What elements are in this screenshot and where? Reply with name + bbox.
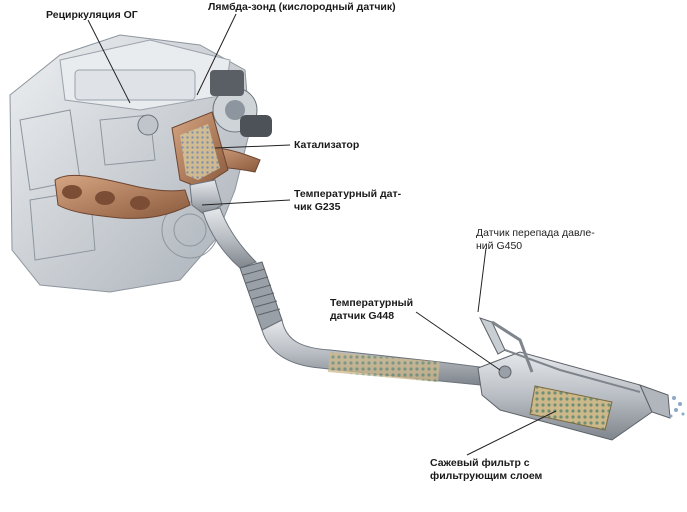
leader-lambda [196,13,237,96]
leader-temp-g235 [201,199,291,206]
label-temp-g235-line2: чик G235 [294,201,341,213]
label-catalyst: Катализатор [294,139,360,151]
particulate-filter [477,317,685,441]
label-dpf-line2: фильтрующим слоем [430,470,543,482]
exhaust-pipe [202,207,489,386]
exhaust-manifold [54,147,261,219]
label-temp-g448-line2: датчик G448 [330,310,395,322]
label-temp-g235-line1: Температурный дат- [294,188,402,200]
leader-temp-g448 [415,311,501,371]
label-lambda-sensor: Лямбда-зонд (кислородный датчик) [208,1,396,13]
leader-pressure [477,247,487,313]
label-pressure-line1: Датчик перепада давле- [476,227,595,239]
label-dpf-line1: Сажевый фильтр с [430,457,530,469]
label-temp-g448-line1: Температурный [330,297,414,309]
leader-dpf [466,410,557,456]
engine-block [9,34,272,293]
label-pressure-line2: ний G450 [476,240,523,252]
leader-lines [87,13,557,456]
leader-egr [87,19,131,104]
catalyst [171,111,229,216]
label-egr: Рециркуляция ОГ [46,9,138,21]
leader-catalyst [214,144,291,149]
